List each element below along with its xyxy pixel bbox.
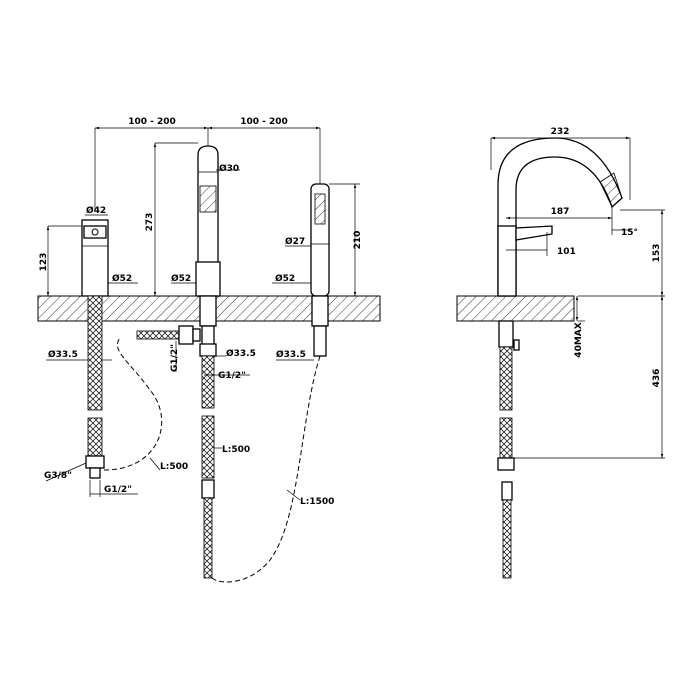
spacing-right-label: 100 - 200 <box>240 117 288 127</box>
hose-center-label: L:500 <box>222 445 250 455</box>
spacing-left-label: 100 - 200 <box>128 117 176 127</box>
front-view: 100 - 200 100 - 200 123 Ø42 Ø52 273 <box>37 117 381 583</box>
base-center-label: Ø52 <box>171 273 191 284</box>
thread-left-bottom-label: G1/2" <box>104 485 132 495</box>
shower-diameter-label: Ø27 <box>285 236 305 247</box>
height-shower-label: 210 <box>353 231 363 250</box>
side-height-label: 153 <box>652 244 662 263</box>
under-counter-left: Ø33.5 G3/8" G1/2" L:500 <box>44 295 188 497</box>
handle-valve: 123 Ø42 Ø52 <box>39 205 138 297</box>
base-right-label: Ø52 <box>275 273 295 284</box>
side-angle-label: 15° <box>621 228 638 238</box>
side-view: 232 187 15° 101 153 40MAX 436 <box>456 127 665 579</box>
thread-center-label: G1/2" <box>218 371 246 381</box>
side-lever-label: 101 <box>557 247 576 257</box>
hose-shower-label: L:1500 <box>300 497 334 507</box>
hose-left-label: L:500 <box>160 462 188 472</box>
under-counter-right: Ø33.5 L:1500 <box>211 295 334 583</box>
height-spout-label: 273 <box>145 213 155 232</box>
spout-diameter-label: Ø30 <box>219 163 239 174</box>
spacing-dimension: 100 - 200 100 - 200 <box>94 117 321 210</box>
side-width-label: 232 <box>551 127 570 137</box>
handle-diameter-label: Ø42 <box>86 205 106 216</box>
height-handle-label: 123 <box>39 253 49 272</box>
side-below-label: 436 <box>652 369 662 388</box>
below-center-label: Ø33.5 <box>226 348 256 359</box>
below-left-label: Ø33.5 <box>48 349 78 360</box>
base-left-label: Ø52 <box>112 273 132 284</box>
side-counter-label: 40MAX <box>574 322 584 357</box>
countertop-side <box>456 295 575 322</box>
under-counter-center: G1/2" Ø33.5 G1/2" L:500 <box>136 295 256 579</box>
hand-shower: 210 Ø27 Ø52 <box>272 183 363 297</box>
side-reach-label: 187 <box>551 207 570 217</box>
thread-left-nut-label: G3/8" <box>44 471 72 481</box>
thread-vertical-label: G1/2" <box>170 344 180 372</box>
spout: 273 Ø30 Ø52 <box>145 142 240 297</box>
below-right-label: Ø33.5 <box>276 349 306 360</box>
